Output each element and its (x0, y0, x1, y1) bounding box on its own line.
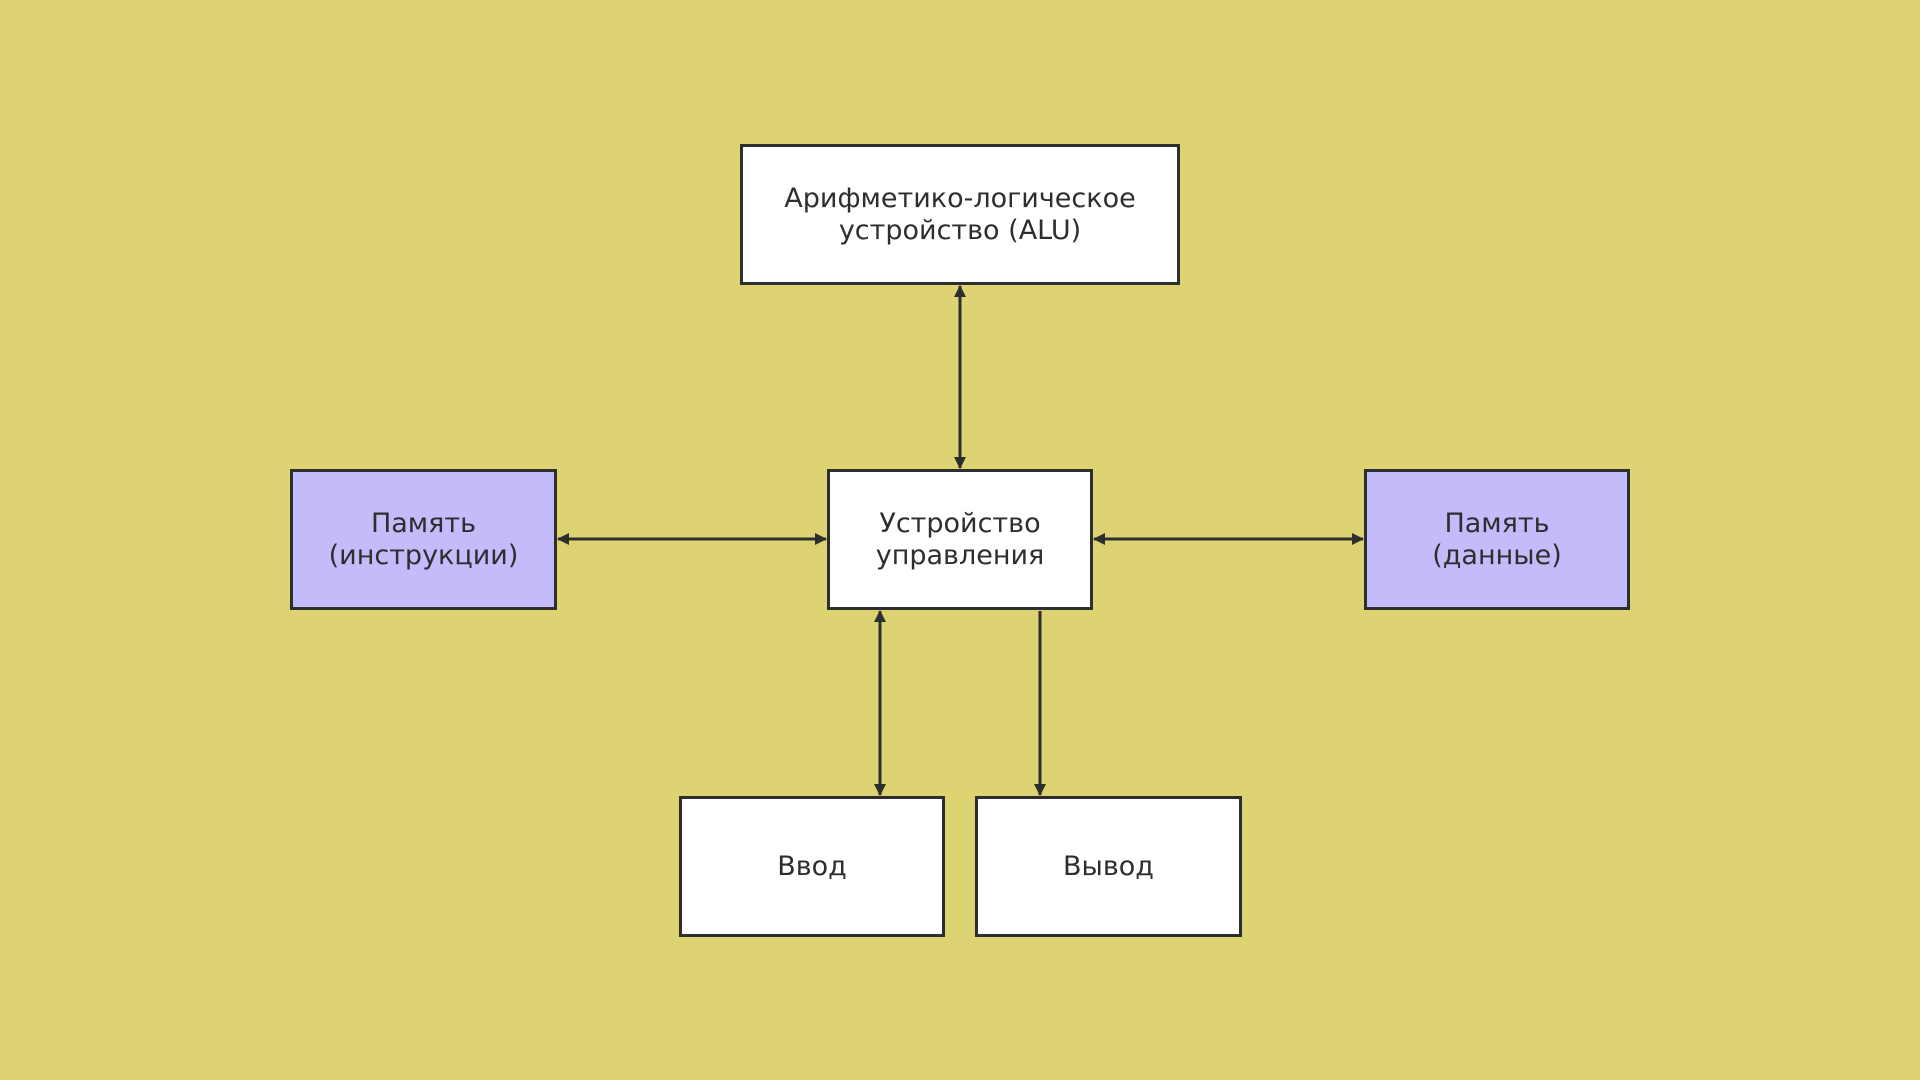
output-label: Вывод (1063, 850, 1154, 882)
memory-data-box: Память (данные) (1364, 469, 1630, 610)
output-box: Вывод (975, 796, 1242, 937)
memory-instructions-box: Память (инструкции) (290, 469, 557, 610)
memory-data-label: Память (данные) (1432, 507, 1562, 571)
input-box: Ввод (679, 796, 945, 937)
memory-instructions-label: Память (инструкции) (328, 507, 519, 571)
control-unit-box: Устройство управления (827, 469, 1093, 610)
input-label: Ввод (777, 850, 847, 882)
alu-box: Арифметико-логическое устройство (ALU) (740, 144, 1180, 285)
control-unit-label: Устройство управления (875, 507, 1045, 571)
alu-label: Арифметико-логическое устройство (ALU) (784, 182, 1136, 246)
